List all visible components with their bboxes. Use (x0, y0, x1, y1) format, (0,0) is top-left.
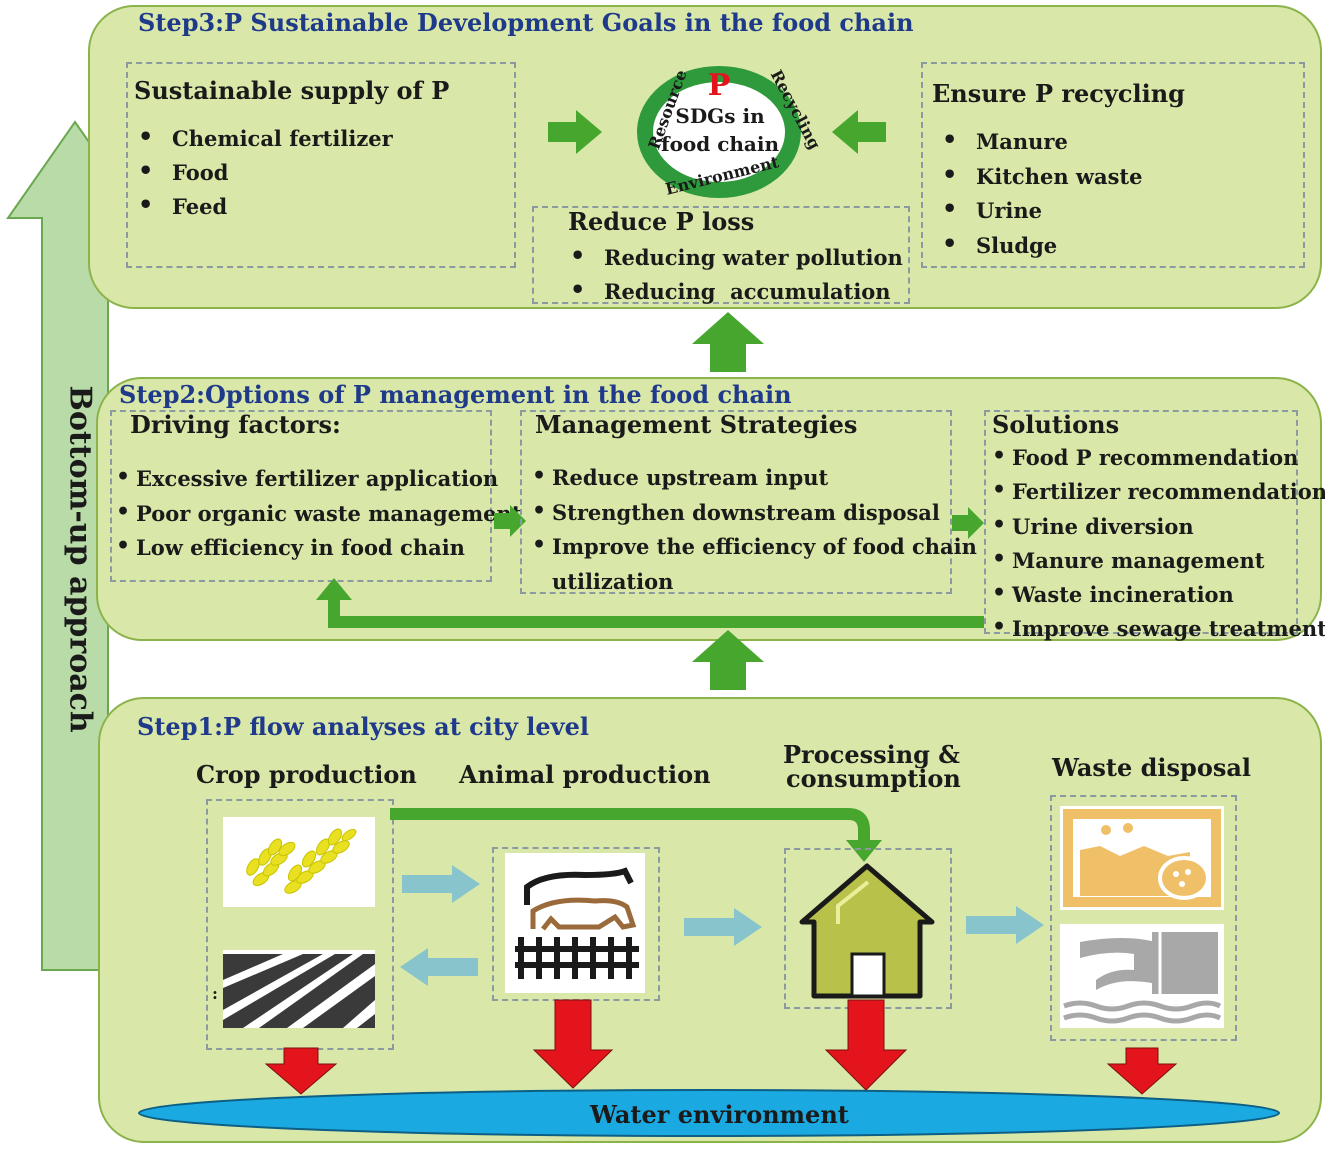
list-item: Food P recommendation (992, 439, 1325, 475)
list-item: Urine diversion (992, 508, 1325, 544)
step2-title: Step2:Options of P management in the foo… (119, 380, 792, 409)
arrow-right-icon (402, 865, 480, 903)
supply-title: Sustainable supply of P (134, 76, 450, 105)
step1-title: Step1:P flow analyses at city level (137, 712, 589, 741)
list-item: Manure management (992, 542, 1325, 578)
strategies-title: Management Strategies (535, 410, 858, 439)
step3-title: Step3:P Sustainable Development Goals in… (138, 8, 914, 37)
arrow-right-icon (684, 908, 762, 946)
driving-list: Excessive fertilizer application Poor or… (116, 460, 522, 566)
list-item: Feed (134, 188, 393, 224)
list-item: Reduce upstream input (532, 459, 977, 496)
list-item: Kitchen waste (938, 158, 1143, 195)
field-icon (223, 950, 375, 1028)
list-item: Reducing accumulation (566, 273, 903, 309)
stage-animal-label: Animal production (459, 760, 711, 789)
sewage-pipe-icon (1060, 924, 1224, 1028)
sdg-symbol: P (707, 68, 731, 103)
supply-list: Chemical fertilizer Food Feed (134, 120, 393, 224)
list-item: Excessive fertilizer application (116, 460, 522, 497)
solutions-title: Solutions (992, 410, 1120, 439)
list-item: Sludge (938, 227, 1143, 264)
recycling-box (921, 62, 1305, 268)
list-item: Low efficiency in food chain (116, 529, 522, 566)
field-marker: : (212, 984, 218, 1003)
loss-list: Reducing water pollution Reducing accumu… (566, 239, 903, 309)
list-item: Food (134, 154, 393, 190)
arrow-right-icon (494, 505, 526, 537)
sdg-text-2: food chain (660, 132, 780, 156)
list-item: Improve sewage treatment (992, 610, 1325, 646)
arrow-right-icon (952, 507, 984, 539)
water-label: Water environment (590, 1100, 849, 1129)
arrow-left-icon (832, 110, 886, 154)
list-item: Strengthen downstream disposal (532, 494, 977, 531)
waste-box (1050, 795, 1237, 1041)
strategies-list: Reduce upstream input Strengthen downstr… (532, 459, 977, 599)
list-item: Improve the efficiency of food chain (532, 528, 977, 565)
list-item: Poor organic waste management (116, 495, 522, 532)
stage-processing-label-1: Processing & (783, 740, 960, 769)
list-item: Chemical fertilizer (134, 120, 393, 156)
stage-waste-label: Waste disposal (1052, 753, 1252, 782)
driving-title: Driving factors: (130, 410, 341, 439)
list-item: Reducing water pollution (566, 239, 903, 275)
bottom-up-label: Bottom-up approach (62, 385, 98, 733)
list-item: Manure (938, 123, 1143, 160)
arrow-left-icon (400, 948, 478, 986)
stage-processing-label-2: consumption (786, 764, 961, 793)
arrow-right-icon (966, 906, 1044, 944)
solutions-list: Food P recommendation Fertilizer recomme… (992, 439, 1325, 647)
list-item: Fertilizer recommendation (992, 473, 1325, 509)
arrow-right-icon (548, 110, 602, 154)
list-item: Waste incineration (992, 576, 1325, 612)
recycling-list: Manure Kitchen waste Urine Sludge (938, 123, 1143, 264)
list-item: Urine (938, 192, 1143, 229)
house-icon (799, 863, 935, 999)
stage-crop-label: Crop production (196, 760, 417, 789)
sdg-ring (637, 66, 801, 198)
recycling-title: Ensure P recycling (932, 79, 1185, 108)
sdg-text-1: SDGs in (675, 104, 765, 128)
up-arrow-icon (692, 312, 764, 372)
list-item: utilization (552, 568, 674, 594)
sludge-icon (1060, 806, 1224, 910)
wheat-icon (223, 817, 375, 907)
loss-title: Reduce P loss (568, 207, 755, 236)
up-arrow-icon (692, 630, 764, 690)
supply-box (126, 62, 516, 268)
livestock-icon (505, 853, 645, 993)
